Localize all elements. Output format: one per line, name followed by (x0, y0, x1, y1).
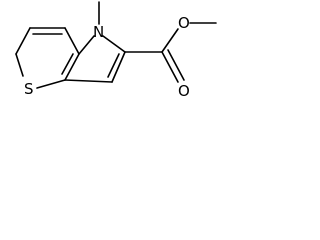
bond-c5-c6-inner (107, 53, 120, 78)
bond-c-equals-o (161, 51, 179, 83)
bond-s-c2-lower (15, 53, 24, 77)
bond-carbonyl-o (161, 28, 179, 53)
bond-c3-c3a (64, 27, 80, 55)
atom-label-sulfur: S (24, 80, 34, 98)
bond-c3a-c7a-inner (61, 53, 74, 75)
bond-c5-c6 (111, 51, 126, 83)
bond-c6-c7a (64, 79, 113, 83)
atom-label-ester-oxygen: O (178, 14, 190, 32)
bond-c3a-n (78, 35, 95, 55)
bond-c3a-c7a (64, 53, 80, 81)
bond-n-c5 (102, 35, 126, 53)
bond-s-c2 (15, 27, 31, 55)
structure-canvas: N S O O (0, 0, 230, 116)
bond-c-equals-o-inner (167, 49, 185, 81)
chemical-structure: N S O O (15, 1, 217, 100)
atom-label-carbonyl-oxygen: O (178, 82, 190, 100)
bond-c7a-s (36, 79, 66, 89)
atom-label-nitrogen: N (93, 23, 104, 41)
